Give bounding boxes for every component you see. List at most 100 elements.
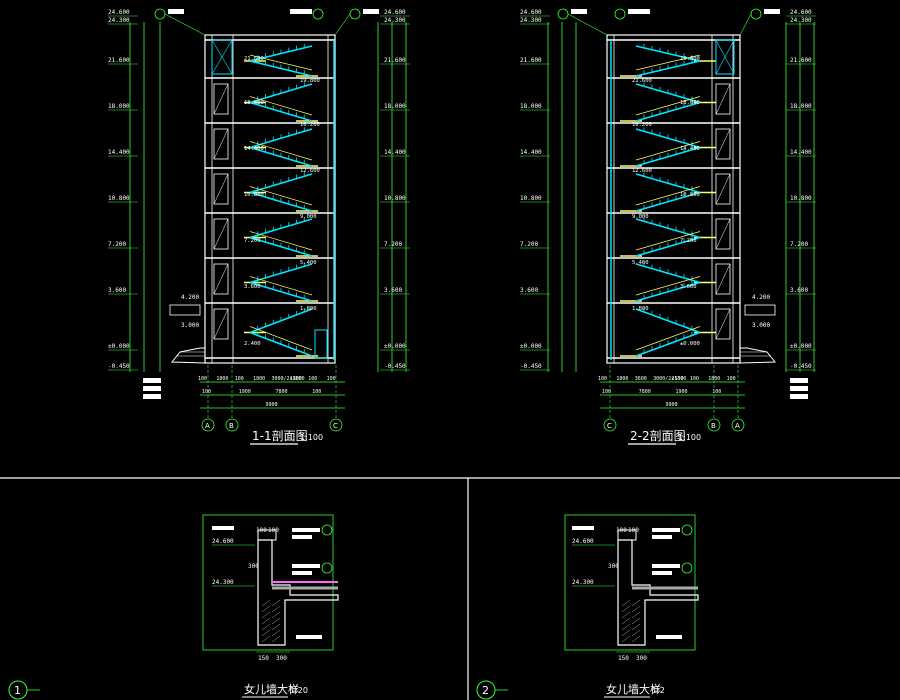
- hatch-line: [271, 605, 281, 613]
- stair-level-label: 18.000: [244, 100, 264, 106]
- level-label: 24.600: [108, 9, 130, 16]
- hatch-line: [261, 617, 271, 625]
- dim-label: 100: [202, 389, 211, 395]
- hatch-line: [261, 623, 271, 631]
- section-scale: 1:100: [300, 433, 323, 442]
- dim-label: 300: [276, 655, 287, 662]
- level-label: 3.600: [790, 287, 808, 294]
- section-title: 1-1剖面图: [252, 429, 308, 443]
- level-label: ±0.000: [520, 343, 542, 350]
- canopy: [169, 304, 201, 316]
- hatch-line: [271, 629, 281, 637]
- window: [715, 263, 731, 295]
- callout-text-block: [652, 528, 680, 532]
- hatch-line: [271, 623, 281, 631]
- roof-window-cross: [211, 39, 233, 75]
- dim-label: 1900: [676, 389, 688, 395]
- hatch-line: [631, 599, 641, 607]
- dim-label: 3000/2×1800: [272, 376, 305, 382]
- side-note: 3.000: [752, 322, 770, 329]
- window: [213, 173, 229, 205]
- hatch-line: [271, 635, 281, 643]
- window-glazing: [715, 128, 731, 160]
- handrail: [635, 54, 701, 71]
- side-note: 4.200: [752, 294, 770, 301]
- level-label: 3.600: [384, 287, 402, 294]
- level-label: 14.400: [790, 149, 812, 156]
- level-label: 24.300: [790, 17, 812, 24]
- callout-text-block: [790, 386, 808, 391]
- level-label: 18.000: [520, 103, 542, 110]
- level-label: 24.300: [108, 17, 130, 24]
- callout-text-block: [656, 635, 682, 639]
- window-glazing: [715, 173, 731, 205]
- stair-level-label: ±0.000: [680, 341, 700, 347]
- side-note: 4.200: [181, 294, 199, 301]
- window-glazing: [715, 83, 731, 115]
- level-label: 24.300: [572, 579, 594, 586]
- roof-window: [715, 39, 735, 75]
- handrail: [249, 231, 313, 251]
- stair-level-label: 21.600: [632, 78, 652, 84]
- entrance-steps: [170, 347, 206, 364]
- level-label: 24.600: [520, 9, 542, 16]
- stair-level-label: 14.400: [680, 146, 700, 152]
- dim-label: 300: [248, 563, 259, 570]
- section-title: 2-2剖面图: [630, 429, 686, 443]
- stair-level-label: 1.800: [632, 306, 649, 312]
- callout-text-block: [292, 571, 312, 575]
- window-glazing: [213, 308, 229, 340]
- stair-level-label: 9.000: [300, 214, 317, 220]
- level-label: 24.600: [790, 9, 812, 16]
- hatch-line: [621, 635, 631, 643]
- dim-label: 100: [628, 527, 639, 534]
- dim-label: 150: [618, 655, 629, 662]
- level-label: 18.000: [108, 103, 130, 110]
- level-label: 14.400: [384, 149, 406, 156]
- window-glazing: [715, 218, 731, 250]
- hatch-line: [631, 629, 641, 637]
- callout-text-block: [652, 564, 680, 568]
- handrail: [635, 141, 701, 161]
- detail-ref-marker: [321, 562, 333, 574]
- dim-label: 1800: [253, 376, 265, 382]
- axis-label: C: [333, 422, 338, 430]
- level-label: 24.300: [520, 17, 542, 24]
- callout-text-block: [652, 535, 672, 539]
- right-windows: [715, 83, 731, 340]
- level-label: 3.600: [108, 287, 126, 294]
- level-label: 21.600: [108, 57, 130, 64]
- level-label: -0.450: [108, 363, 130, 370]
- section-1-1: 24.60024.30021.60018.00014.40010.8007.20…: [108, 8, 410, 445]
- dim-label: 9900: [266, 402, 278, 408]
- stair-level-label: 12.600: [632, 168, 652, 174]
- right-level-labels: 24.60024.30021.60018.00014.40010.8007.20…: [380, 9, 410, 371]
- hatch-line: [631, 605, 641, 613]
- level-label: 24.600: [212, 538, 234, 545]
- detail-number: 1: [14, 684, 21, 697]
- callout-text-block: [571, 9, 587, 14]
- dim-label: 100: [312, 389, 321, 395]
- level-label: 24.600: [384, 9, 406, 16]
- callout-marker: [557, 8, 569, 20]
- stair-level-label: 2.400: [244, 341, 261, 347]
- building-outline: [204, 34, 336, 364]
- hatch-line: [621, 617, 631, 625]
- detail-parapet-1: 24.600 24.300 150 300 100 100 300 女儿墙大样 …: [8, 514, 339, 700]
- callout-text-block: [168, 9, 184, 14]
- hatch-line: [631, 635, 641, 643]
- hatch-line: [271, 611, 281, 619]
- window: [715, 173, 731, 205]
- callout-text-block: [292, 528, 320, 532]
- dim-label: 100: [712, 389, 721, 395]
- handrail: [249, 186, 313, 206]
- window: [213, 83, 229, 115]
- stair-flights: [620, 43, 716, 357]
- stair-level-label: 1.800: [300, 306, 317, 312]
- hatch-line: [261, 635, 271, 643]
- window: [715, 308, 731, 340]
- axis-bubble: [329, 418, 343, 432]
- stair-level-label: 10.800: [244, 192, 264, 198]
